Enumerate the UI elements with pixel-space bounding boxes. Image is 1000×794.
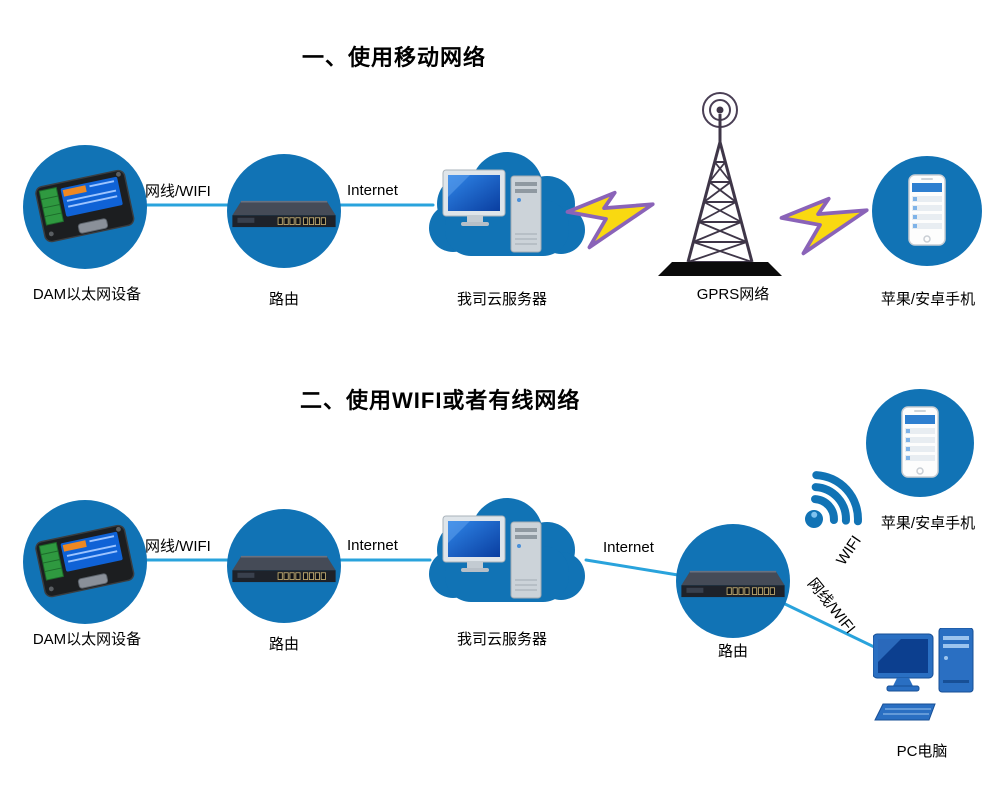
smartphone-icon <box>908 174 946 246</box>
s2-dam-label: DAM以太网设备 <box>32 631 142 648</box>
lightning-left-icon <box>565 190 655 250</box>
router-icon <box>232 555 336 583</box>
s1-phone-label: 苹果/安卓手机 <box>880 291 976 308</box>
s2-link-label-router-cloud: Internet <box>347 537 398 554</box>
router-icon <box>681 570 785 598</box>
s1-gprs-tower-node <box>560 92 880 276</box>
s2-pc-label: PC电脑 <box>896 743 948 760</box>
s2-phone-label: 苹果/安卓手机 <box>880 515 976 532</box>
smartphone-icon <box>901 406 939 478</box>
s1-gprs-label: GPRS网络 <box>696 286 770 303</box>
dam-device-icon <box>35 169 135 243</box>
s2-link-label-cloud-router2: Internet <box>603 539 654 556</box>
lightning-right-icon <box>779 196 869 256</box>
s1-cloud-label: 我司云服务器 <box>456 291 547 308</box>
s2-router2-node <box>676 524 790 638</box>
s2-cloud-label: 我司云服务器 <box>456 631 547 648</box>
s1-router-node <box>227 154 341 268</box>
s2-pc-node <box>873 628 977 724</box>
dam-device-icon <box>35 524 135 598</box>
s2-link-label-dam-router: 网线/WIFI <box>145 538 211 555</box>
router-icon <box>232 200 336 228</box>
s2-router-label: 路由 <box>268 636 299 653</box>
wifi-waves-icon <box>780 455 872 547</box>
s2-router2-label: 路由 <box>717 643 748 660</box>
s2-router-node <box>227 509 341 623</box>
s1-link-label-dam-router: 网线/WIFI <box>145 183 211 200</box>
s2-phone-node <box>866 389 974 497</box>
s1-phone-node <box>872 156 982 266</box>
s1-router-label: 路由 <box>268 291 299 308</box>
s2-dam-device-node <box>23 500 147 624</box>
gprs-tower-icon <box>565 92 869 276</box>
s1-dam-label: DAM以太网设备 <box>32 286 142 303</box>
s2-cloud-server-node <box>415 488 595 628</box>
cloud-server-icon <box>429 152 585 256</box>
section1-title: 一、使用移动网络 <box>302 45 487 70</box>
cloud-server-icon <box>429 498 585 602</box>
s1-link-label-router-cloud: Internet <box>347 182 398 199</box>
s1-cloud-server-node <box>415 142 595 282</box>
tower-lattice <box>658 92 782 276</box>
section2-title: 二、使用WIFI或者有线网络 <box>300 388 581 413</box>
s1-dam-device-node <box>23 145 147 269</box>
s2-link-cloud-router2 <box>584 558 680 577</box>
desktop-pc-icon <box>873 628 974 721</box>
